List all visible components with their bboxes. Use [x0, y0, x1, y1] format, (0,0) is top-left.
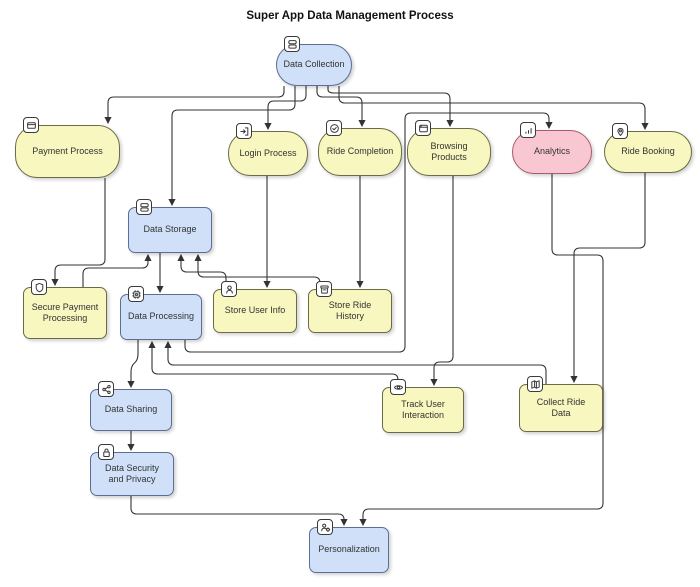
node-store-ride-history[interactable]: Store Ride History	[308, 281, 392, 333]
edge-analytics-to-personalization	[359, 174, 604, 527]
node-data-storage[interactable]: Data Storage	[128, 199, 212, 253]
card-icon	[23, 117, 39, 133]
edge-data-collection-to-browsing-products	[327, 86, 454, 128]
shield-icon	[31, 279, 47, 295]
edge-ride-booking-to-collect-ride-data	[570, 173, 646, 384]
diagram-title: Super App Data Management Process	[246, 10, 454, 22]
node-label: Store Ride History	[328, 299, 372, 321]
edge-browsing-products-to-track-user-interaction	[430, 176, 454, 387]
node-label: Ride Completion	[326, 146, 394, 157]
node-data-security-and-privacy[interactable]: Data Security and Privacy	[90, 444, 174, 496]
edge-data-collection-to-login-process	[264, 86, 307, 131]
share-icon	[98, 381, 114, 397]
check-circle-icon	[326, 120, 342, 136]
node-track-user-interaction[interactable]: Track User Interaction	[382, 379, 464, 433]
edge-secure-payment-processing-to-data-storage	[82, 253, 152, 287]
edge-data-processing-to-data-sharing	[127, 340, 139, 389]
node-ride-completion[interactable]: Ride Completion	[318, 120, 402, 176]
node-label: Personalization	[318, 544, 380, 555]
node-label: Store User Info	[224, 305, 286, 316]
edge-data-collection-to-payment-process	[104, 86, 285, 125]
person-gear-icon	[317, 519, 333, 535]
edge-payment-process-to-secure-payment-processing	[51, 178, 106, 287]
node-label: Browsing Products	[430, 140, 468, 162]
browser-icon	[415, 120, 431, 136]
node-login-process[interactable]: Login Process	[228, 123, 308, 176]
node-label: Collect Ride Data	[536, 396, 586, 418]
node-label: Data Collection	[283, 59, 345, 70]
node-data-collection[interactable]: Data Collection	[276, 36, 352, 86]
bar-chart-icon	[520, 122, 536, 138]
map-icon	[527, 376, 543, 392]
edge-collect-ride-data-to-data-processing	[164, 340, 547, 384]
node-label: Ride Booking	[621, 146, 675, 157]
node-personalization[interactable]: Personalization	[309, 519, 389, 573]
edge-data-collection-to-ride-booking	[338, 86, 649, 131]
location-pin-icon	[612, 123, 628, 139]
node-label: Secure Payment Processing	[31, 301, 99, 323]
database-icon	[284, 36, 300, 52]
database-icon	[136, 199, 152, 215]
node-store-user-info[interactable]: Store User Info	[213, 281, 297, 333]
archive-icon	[316, 281, 332, 297]
node-payment-process[interactable]: Payment Process	[15, 117, 120, 178]
node-ride-booking[interactable]: Ride Booking	[604, 123, 692, 173]
node-collect-ride-data[interactable]: Collect Ride Data	[519, 376, 603, 432]
node-label: Data Security and Privacy	[104, 462, 160, 484]
node-analytics[interactable]: Analytics	[512, 122, 592, 174]
node-secure-payment-processing[interactable]: Secure Payment Processing	[23, 279, 107, 339]
node-browsing-products[interactable]: Browsing Products	[407, 120, 491, 176]
node-label: Analytics	[533, 146, 570, 157]
node-label: Data Storage	[143, 224, 197, 235]
node-data-processing[interactable]: Data Processing	[120, 286, 202, 340]
node-label: Data Sharing	[104, 404, 158, 415]
node-label: Payment Process	[32, 145, 103, 156]
lock-icon	[98, 444, 114, 460]
node-label: Login Process	[239, 147, 297, 158]
edge-store-ride-history-to-data-storage	[194, 253, 321, 289]
cpu-icon	[128, 286, 144, 302]
edge-store-user-info-to-data-storage	[177, 253, 227, 289]
person-icon	[221, 281, 237, 297]
node-label: Data Processing	[127, 311, 195, 322]
login-icon	[236, 123, 252, 139]
eye-icon	[390, 379, 406, 395]
node-label: Track User Interaction	[401, 398, 445, 420]
edge-track-user-interaction-to-data-processing	[148, 340, 399, 387]
edge-data-security-and-privacy-to-personalization	[130, 496, 348, 527]
node-data-sharing[interactable]: Data Sharing	[90, 381, 172, 431]
